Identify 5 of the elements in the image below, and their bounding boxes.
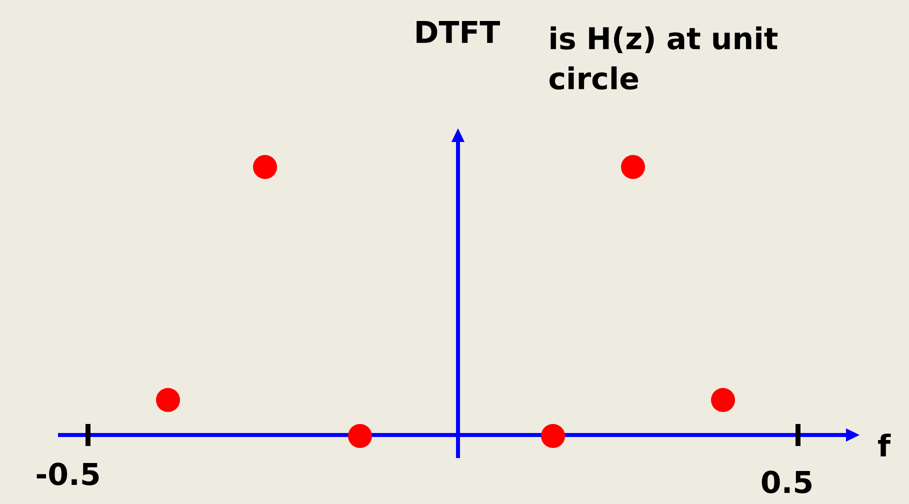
axis-label: -0.5 [36, 462, 99, 486]
axis-label: DTFT [416, 21, 500, 43]
axis-label: is H(z) at unit circle [550, 26, 778, 90]
axis-label: 0.5 [762, 470, 812, 494]
axis-label: f [878, 434, 891, 456]
